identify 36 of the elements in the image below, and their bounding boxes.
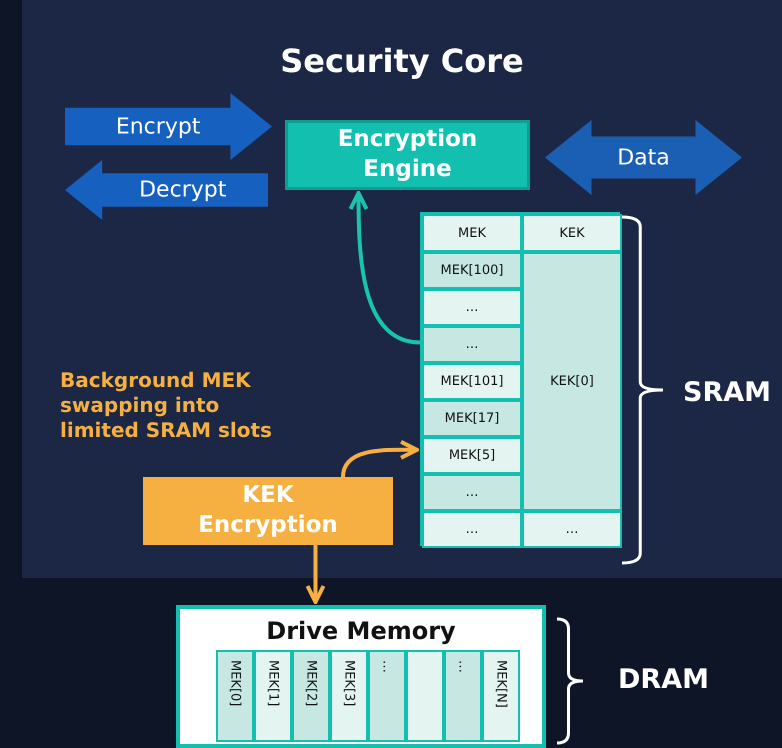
table-cell: … [422, 326, 522, 363]
table-cell: … [444, 650, 482, 742]
table-cell: MEK[N] [482, 650, 520, 742]
empty-cell [406, 650, 444, 742]
panel-background [22, 0, 782, 578]
table-cell: MEK [422, 214, 522, 252]
memory-label: SRAM [683, 377, 772, 408]
memory-box [176, 605, 546, 748]
process-box: Encryption Engine [285, 120, 530, 190]
table-cell: MEK[100] [422, 252, 522, 289]
table-cell: … [422, 474, 522, 511]
process-box: KEK Encryption [143, 477, 393, 545]
annotation-text: Background MEK swapping into limited SRAM slots [60, 368, 273, 443]
table-cell: … [422, 289, 522, 326]
arrow-label: Data [617, 145, 670, 170]
table-cell: MEK[1] [254, 650, 292, 742]
box-title: Drive Memory [266, 617, 456, 645]
arrow [348, 191, 420, 344]
table-frame [420, 212, 620, 546]
panel-title: Security Core [280, 42, 524, 80]
table-cell: … [422, 511, 522, 548]
arrow-label: Decrypt [139, 178, 226, 202]
table-cell: MEK[3] [330, 650, 368, 742]
table-cell: MEK[0] [216, 650, 254, 742]
table-cell: … [368, 650, 406, 742]
memory-label: DRAM [618, 664, 709, 695]
table-cell: MEK[17] [422, 400, 522, 437]
table-cell: MEK[101] [422, 363, 522, 400]
arrow [341, 440, 419, 478]
table-cell: … [522, 511, 622, 548]
table-cell: KEK[0] [522, 252, 622, 511]
arrow-label: Encrypt [116, 114, 200, 139]
table-cell: MEK[5] [422, 437, 522, 474]
table-cell: KEK [522, 214, 622, 252]
table-cell: MEK[2] [292, 650, 330, 742]
arrow [306, 545, 326, 604]
